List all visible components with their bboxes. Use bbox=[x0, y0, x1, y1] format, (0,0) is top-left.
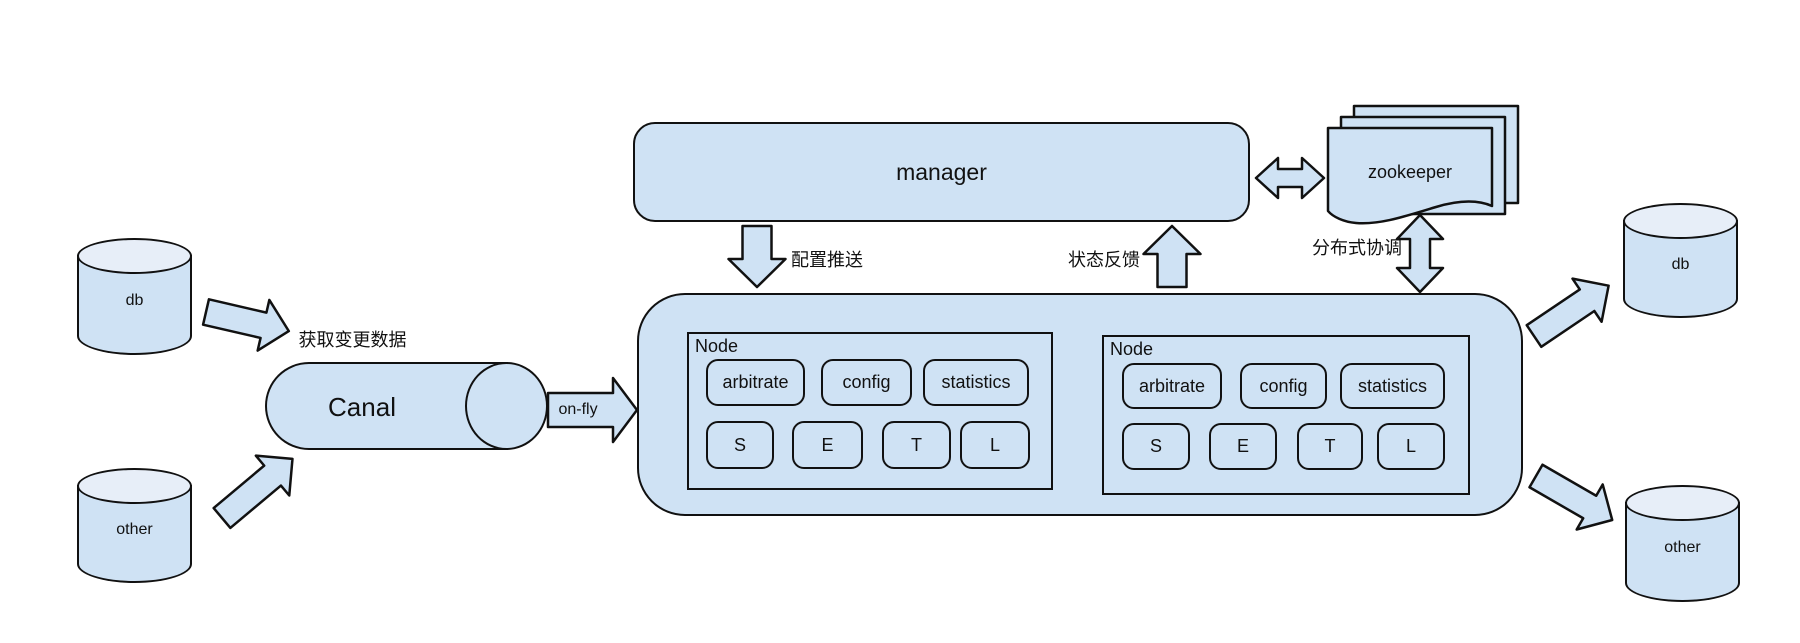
node-1-title: Node bbox=[695, 336, 739, 356]
manager-zookeeper-arrow bbox=[1254, 156, 1326, 200]
node-2-box bbox=[1102, 335, 1470, 495]
canal-label: Canal bbox=[328, 392, 396, 422]
onfly-label: on-fly bbox=[558, 401, 598, 418]
source-other-cylinder-top bbox=[77, 468, 192, 504]
db-to-canal-arrow bbox=[201, 298, 291, 352]
onfly-arrow bbox=[546, 376, 639, 444]
target-other-label: other bbox=[1664, 538, 1701, 556]
node-2-statistics-button: statistics bbox=[1340, 363, 1445, 409]
node-1-stage-t-button: T bbox=[882, 421, 951, 469]
node-1-arbitrate-button: arbitrate bbox=[706, 359, 805, 406]
target-db-cylinder-top bbox=[1623, 203, 1738, 239]
source-other-cylinder: other bbox=[77, 468, 192, 583]
node-2-arbitrate-button: arbitrate bbox=[1122, 363, 1222, 409]
node-1-stage-e-button: E bbox=[792, 421, 863, 469]
target-other-cylinder-top bbox=[1625, 485, 1740, 521]
source-db-cylinder: db bbox=[77, 238, 192, 355]
node-2-config-button: config bbox=[1240, 363, 1327, 409]
node-2-title: Node bbox=[1110, 339, 1154, 359]
node-1-stage-s-button: S bbox=[706, 421, 774, 469]
zookeeper-cluster-arrow bbox=[1395, 213, 1445, 294]
status-feedback-arrow bbox=[1142, 224, 1202, 289]
cluster-to-other-arrow bbox=[1528, 463, 1614, 531]
source-db-cylinder-top bbox=[77, 238, 192, 274]
node-2-stage-t-button: T bbox=[1297, 423, 1363, 470]
source-db-label: db bbox=[125, 291, 144, 309]
canal-annotation: 获取变更数据 bbox=[298, 330, 407, 350]
zookeeper-document-icon bbox=[1326, 126, 1494, 225]
node-2-stage-l-button: L bbox=[1377, 423, 1445, 470]
node-1-config-button: config bbox=[821, 359, 912, 406]
config-push-arrow bbox=[727, 224, 787, 289]
cluster-to-db-arrow bbox=[1525, 277, 1610, 349]
config-push-label: 配置推送 bbox=[791, 250, 863, 270]
manager-label: manager bbox=[896, 158, 987, 185]
node-2-stage-s-button: S bbox=[1122, 423, 1190, 470]
source-db-cylinder-body bbox=[77, 255, 192, 355]
node-2-stage-e-button: E bbox=[1209, 423, 1277, 470]
target-db-label: db bbox=[1671, 255, 1690, 273]
target-db-cylinder: db bbox=[1623, 203, 1738, 318]
source-other-label: other bbox=[116, 520, 153, 538]
canal-cylinder-cap bbox=[465, 362, 548, 450]
zookeeper-label: zookeeper bbox=[1367, 162, 1453, 182]
other-to-canal-arrow bbox=[212, 454, 294, 530]
node-1-statistics-button: statistics bbox=[923, 359, 1029, 406]
status-feedback-label: 状态反馈 bbox=[1068, 250, 1140, 270]
manager-box: manager bbox=[633, 122, 1250, 222]
coordination-label: 分布式协调 bbox=[1312, 238, 1402, 258]
target-other-cylinder: other bbox=[1625, 485, 1740, 602]
node-1-stage-l-button: L bbox=[960, 421, 1030, 469]
